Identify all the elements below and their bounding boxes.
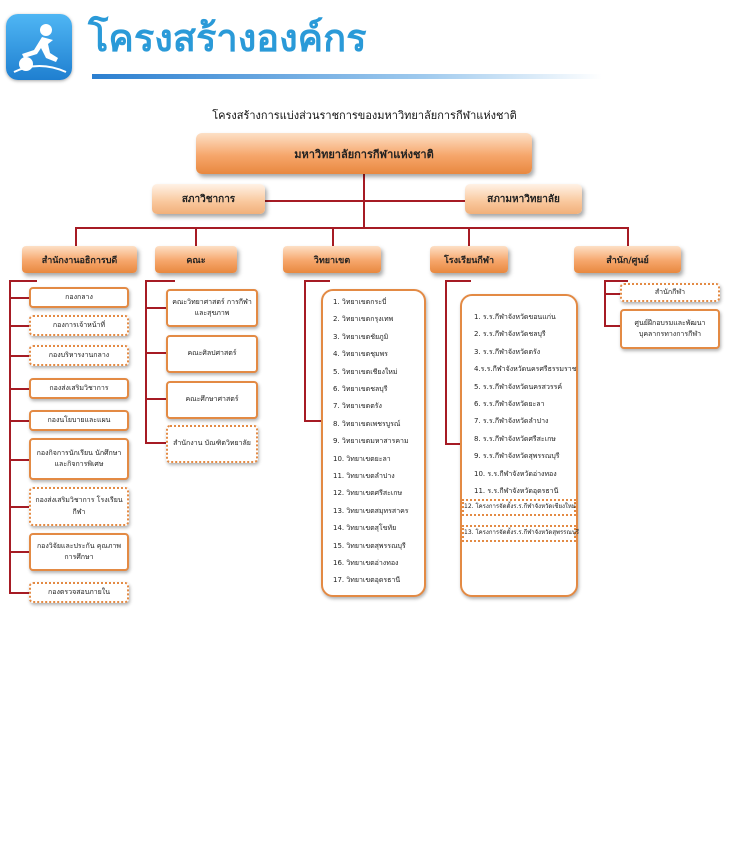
title-underline <box>92 74 602 79</box>
list-item: 3. วิทยาเขตชัยภูมิ <box>333 332 389 341</box>
unit-box: กองบริหารงานกลาง <box>29 345 129 366</box>
connector <box>445 443 460 445</box>
list-item: 8. ร.ร.กีฬาจังหวัดศรีสะเกษ <box>474 434 556 443</box>
connector <box>145 280 147 443</box>
chart-subtitle: โครงสร้างการแบ่งส่วนราชการของมหาวิทยาลัย… <box>212 109 517 122</box>
office-unit-box: สำนักกีฬา <box>620 283 720 302</box>
faculty-header: คณะ <box>155 246 237 273</box>
list-item: 5. ร.ร.กีฬาจังหวัดนครสวรรค์ <box>474 382 563 391</box>
connector <box>9 297 29 299</box>
connector <box>9 280 11 593</box>
list-item: 4. วิทยาเขตชุมพร <box>333 350 388 359</box>
list-item: 1. ร.ร.กีฬาจังหวัดขอนแก่น <box>474 313 556 321</box>
school-list <box>460 294 578 597</box>
president-office-header: สำนักงานอธิการบดี <box>22 246 137 273</box>
connector <box>604 325 620 327</box>
school-list-item: 12. โครงการจัดตั้งร.ร.กีฬาจังหวัดเชียงให… <box>462 499 576 516</box>
connector <box>195 227 197 247</box>
connector <box>9 325 29 327</box>
unit-box: กองการเจ้าหน้าที่ <box>29 315 129 336</box>
connector <box>145 398 166 400</box>
list-item: 9. ร.ร.กีฬาจังหวัดสุพรรณบุรี <box>474 452 560 461</box>
list-item: 14. วิทยาเขตสุโขทัย <box>333 524 397 533</box>
sport-school-header: โรงเรียนกีฬา <box>430 246 508 273</box>
connector <box>445 280 447 445</box>
list-item: 2. ร.ร.กีฬาจังหวัดชลบุรี <box>474 330 546 339</box>
unit-box: กองกิจการนักเรียน นักศึกษา และกิจการพิเศ… <box>29 438 129 480</box>
connector <box>304 280 306 422</box>
unit-box: กองวิจัยและประกัน คุณภาพการศึกษา <box>29 533 129 571</box>
connector <box>468 227 470 247</box>
connector <box>604 280 606 327</box>
list-item: 7. ร.ร.กีฬาจังหวัดลำปาง <box>474 417 549 426</box>
list-item: 11. ร.ร.กีฬาจังหวัดอุดรธานี <box>474 487 559 495</box>
connector <box>9 280 37 282</box>
list-item: 10. ร.ร.กีฬาจังหวัดอ่างทอง <box>474 469 557 478</box>
unit-box: กองส่งเสริมวิชาการ โรงเรียนกีฬา <box>29 487 129 526</box>
connector <box>304 280 330 282</box>
list-item: 11. วิทยาเขตลำปาง <box>333 472 395 480</box>
connector <box>627 227 629 247</box>
connector <box>604 280 628 282</box>
unit-box: กองส่งเสริมวิชาการ <box>29 378 129 399</box>
connector <box>9 592 29 594</box>
list-item: 10. วิทยาเขตยะลา <box>333 454 391 463</box>
connector <box>145 280 175 282</box>
connector <box>9 459 29 461</box>
unit-box: กองกลาง <box>29 287 129 308</box>
list-item: 8. วิทยาเขตเพชรบูรณ์ <box>333 419 401 428</box>
list-item: 5. วิทยาเขตเชียงใหม่ <box>333 367 398 376</box>
connector <box>145 352 166 354</box>
connector <box>145 442 166 444</box>
academic-council-box: สภาวิชาการ <box>152 184 265 214</box>
university-council-box: สภามหาวิทยาลัย <box>465 184 582 214</box>
connector <box>332 227 334 247</box>
university-box: มหาวิทยาลัยการกีฬาแห่งชาติ <box>196 133 532 174</box>
office-unit-box: ศูนย์ฝึกอบรมและพัฒนา บุคลากรทางการกีฬา <box>620 309 720 349</box>
connector <box>9 388 29 390</box>
office-center-header: สำนัก/ศูนย์ <box>574 246 681 273</box>
connector <box>75 227 77 247</box>
list-item: 9. วิทยาเขตมหาสารคาม <box>333 437 409 446</box>
faculty-unit-box: คณะศิลปศาสตร์ <box>166 335 258 373</box>
school-list-item: 13. โครงการจัดตั้งร.ร.กีฬาจังหวัดสุพรรณบ… <box>462 525 579 542</box>
list-item: 7. วิทยาเขตตรัง <box>333 402 382 411</box>
campus-header: วิทยาเขต <box>283 246 381 273</box>
list-item: 13. วิทยาเขตสมุทรสาคร <box>333 506 409 515</box>
faculty-unit-box: สำนักงาน บัณฑิตวิทยาลัย <box>166 425 258 463</box>
connector <box>604 293 620 295</box>
connector <box>9 551 29 553</box>
connector <box>75 227 629 229</box>
list-item: 15. วิทยาเขตสุพรรณบุรี <box>333 541 406 550</box>
list-item: 6. ร.ร.กีฬาจังหวัดยะลา <box>474 400 545 408</box>
list-item: 16. วิทยาเขตอ่างทอง <box>333 559 399 567</box>
unit-box: กองตรวจสอบภายใน <box>29 582 129 603</box>
connector <box>9 420 29 422</box>
connector <box>304 420 321 422</box>
sport-logo-icon <box>6 14 72 80</box>
list-item: 1. วิทยาเขตกระบี่ <box>333 298 387 306</box>
faculty-unit-box: คณะศึกษาศาสตร์ <box>166 381 258 419</box>
faculty-unit-box: คณะวิทยาศาสตร์ การกีฬาและสุขภาพ <box>166 289 258 327</box>
connector <box>265 200 465 202</box>
connector <box>445 280 471 282</box>
list-item: 17. วิทยาเขตอุดรธานี <box>333 576 401 585</box>
page-title: โครงสร้างองค์กร <box>88 16 367 60</box>
list-item: 6. วิทยาเขตชลบุรี <box>333 385 388 393</box>
list-item: 4.ร.ร.กีฬาจังหวัดนครศรีธรรมราช <box>474 365 577 374</box>
campus-list <box>321 289 426 597</box>
list-item: 2. วิทยาเขตกรุงเทพ <box>333 315 394 324</box>
connector <box>145 307 166 309</box>
connector <box>9 506 29 508</box>
list-item: 12. วิทยาเขตศรีสะเกษ <box>333 489 403 498</box>
unit-box: กองนโยบายและแผน <box>29 410 129 431</box>
connector <box>9 355 29 357</box>
list-item: 3. ร.ร.กีฬาจังหวัดตรัง <box>474 347 541 356</box>
